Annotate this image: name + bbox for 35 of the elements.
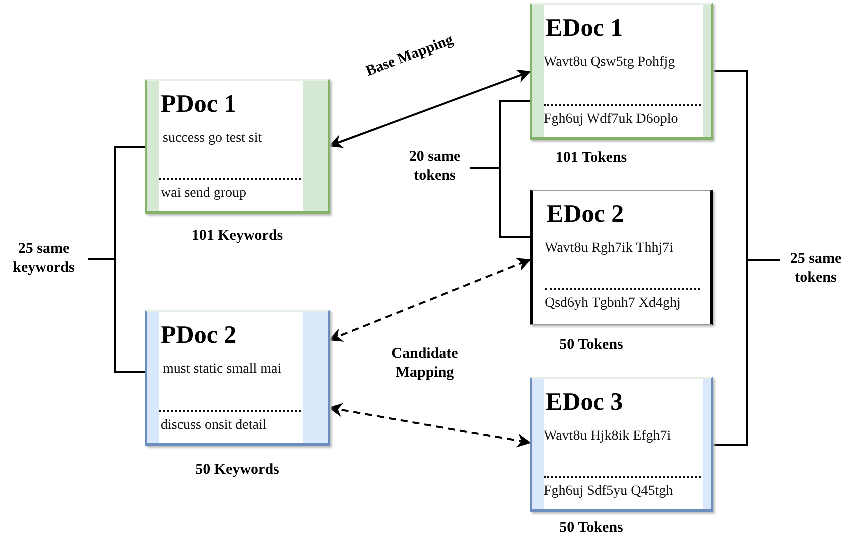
document-card	[145, 79, 330, 214]
document-card	[530, 3, 713, 140]
document-text: discuss onsit detail	[161, 418, 267, 434]
count-caption: 50 Tokens	[558, 337, 624, 354]
document-card	[530, 377, 713, 512]
bracket-label: 20 same tokens	[400, 148, 470, 190]
document-text: must static small mai	[163, 362, 282, 378]
bracket-connector	[470, 167, 530, 238]
document-title: EDoc 3	[546, 389, 624, 417]
arrow	[328, 403, 532, 448]
bracket-connector	[713, 259, 780, 446]
mapping-label: Candidate Mapping	[390, 345, 460, 382]
bracket-connector	[88, 258, 145, 373]
document-title: EDoc 1	[546, 15, 624, 43]
document-text: Fgh6uj Sdf5yu Q45tgh	[544, 484, 674, 500]
arrow	[328, 258, 532, 342]
document-text: Wavt8u Hjk8ik Efgh7i	[544, 429, 672, 445]
document-card	[145, 310, 330, 446]
count-caption: 101 Tokens	[554, 150, 628, 167]
document-text: Wavt8u Rgh7ik Thhj7i	[545, 241, 674, 257]
document-text: success go test sit	[163, 131, 262, 147]
document-card	[530, 190, 713, 325]
bracket-label: 25 same keywords	[0, 240, 88, 282]
document-title: EDoc 2	[547, 201, 624, 229]
document-text: Fgh6uj Wdf7uk D6oplo	[544, 112, 678, 128]
document-text: Wavt8u Qsw5tg Pohfjg	[544, 55, 676, 71]
bracket-label: 25 same tokens	[780, 250, 852, 292]
count-caption: 50 Keywords	[194, 462, 280, 479]
count-caption: 50 Tokens	[558, 520, 624, 537]
document-title: PDoc 1	[161, 91, 237, 119]
document-title: PDoc 2	[161, 322, 237, 350]
count-caption: 101 Keywords	[190, 228, 284, 245]
arrow	[328, 70, 532, 148]
document-text: wai send group	[161, 186, 247, 202]
document-text: Qsd6yh Tgbnh7 Xd4ghj	[545, 296, 681, 312]
